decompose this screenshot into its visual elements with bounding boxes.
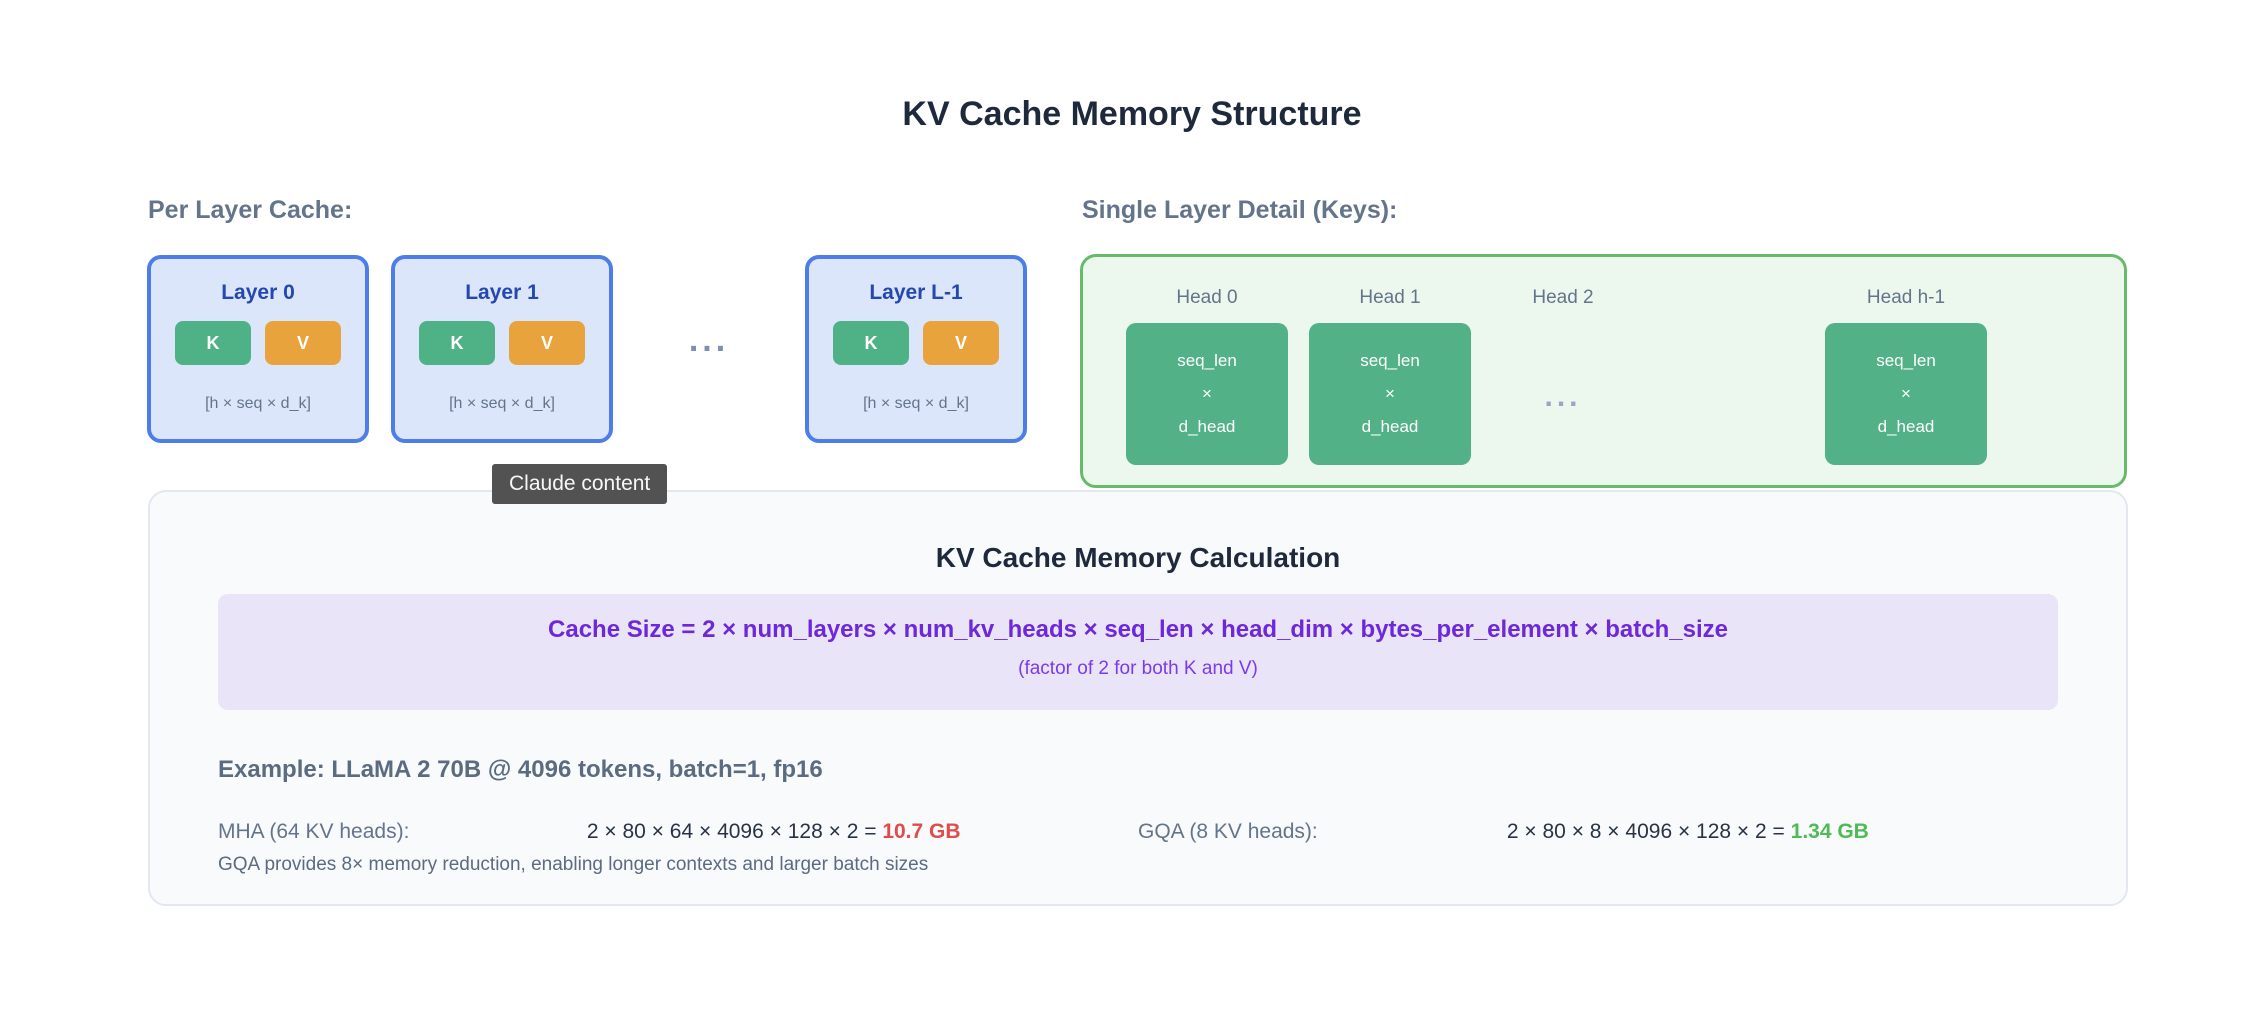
head-column-1: Head 1 seq_len × d_head bbox=[1290, 287, 1490, 465]
head-label: Head 1 bbox=[1359, 287, 1421, 308]
head-block: seq_len × d_head bbox=[1126, 323, 1288, 465]
head-label: Head h-1 bbox=[1866, 287, 1946, 308]
layer-dims: [h × seq × d_k] bbox=[449, 395, 555, 412]
gqa-result: 1.34 GB bbox=[1790, 820, 1869, 843]
head-block-line: × bbox=[1385, 384, 1395, 403]
single-layer-detail-label: Single Layer Detail (Keys): bbox=[1082, 196, 1398, 224]
head-column-0: Head 0 seq_len × d_head bbox=[1107, 287, 1307, 465]
head-block-line: seq_len bbox=[1360, 351, 1420, 370]
mha-label: MHA (64 KV heads): bbox=[218, 820, 410, 843]
layer-title: Layer 1 bbox=[465, 281, 539, 304]
mha-equation: 2 × 80 × 64 × 4096 × 128 × 2 = 10.7 GB bbox=[409, 820, 1138, 844]
head-block-line: × bbox=[1202, 384, 1212, 403]
per-layer-cache-label: Per Layer Cache: bbox=[148, 196, 353, 224]
layers-ellipsis: ... bbox=[688, 321, 730, 359]
calculation-title: KV Cache Memory Calculation bbox=[935, 542, 1341, 573]
kv-row: K V bbox=[151, 321, 365, 365]
head-block-line: seq_len bbox=[1876, 351, 1936, 370]
gqa-equation: 2 × 80 × 8 × 4096 × 128 × 2 = 1.34 GB bbox=[1318, 820, 2058, 844]
v-chip: V bbox=[923, 321, 999, 365]
tooltip: Claude content bbox=[492, 464, 668, 504]
gqa-column: GQA (8 KV heads): 2 × 80 × 8 × 4096 × 12… bbox=[1138, 820, 2058, 844]
formula-text: Cache Size = 2 × num_layers × num_kv_hea… bbox=[548, 616, 1728, 643]
kv-row: K V bbox=[395, 321, 609, 365]
single-layer-panel: Head 0 seq_len × d_head Head 1 seq_len ×… bbox=[1080, 254, 2127, 488]
head-block-line: d_head bbox=[1877, 417, 1935, 436]
head-block: seq_len × d_head bbox=[1309, 323, 1471, 465]
layer-box-0: Layer 0 K V [h × seq × d_k] bbox=[147, 255, 369, 443]
gqa-equation-text: 2 × 80 × 8 × 4096 × 128 × 2 = bbox=[1506, 820, 1791, 843]
head-label: Head 2 bbox=[1532, 287, 1594, 308]
mha-column: MHA (64 KV heads): 2 × 80 × 64 × 4096 × … bbox=[218, 820, 1138, 844]
head-label: Head 0 bbox=[1176, 287, 1238, 308]
head-block: seq_len × d_head bbox=[1825, 323, 1987, 465]
per-layer-row: Layer 0 K V [h × seq × d_k] Layer 1 K V … bbox=[147, 255, 1049, 443]
k-chip: K bbox=[175, 321, 251, 365]
head-column-2: Head 2 ... bbox=[1463, 287, 1663, 412]
layer-title: Layer L-1 bbox=[869, 281, 963, 304]
head-block-line: seq_len bbox=[1177, 351, 1237, 370]
layer-box-1: Layer 1 K V [h × seq × d_k] bbox=[391, 255, 613, 443]
k-chip: K bbox=[419, 321, 495, 365]
calculation-panel: KV Cache Memory Calculation Cache Size =… bbox=[148, 490, 2128, 906]
layer-dims: [h × seq × d_k] bbox=[205, 395, 311, 412]
v-chip: V bbox=[265, 321, 341, 365]
kv-row: K V bbox=[809, 321, 1023, 365]
layer-dims: [h × seq × d_k] bbox=[863, 395, 969, 412]
example-heading: Example: LLaMA 2 70B @ 4096 tokens, batc… bbox=[218, 756, 823, 783]
mha-equation-text: 2 × 80 × 64 × 4096 × 128 × 2 = bbox=[586, 820, 883, 843]
head-block-line: d_head bbox=[1178, 417, 1236, 436]
layer-box-last: Layer L-1 K V [h × seq × d_k] bbox=[805, 255, 1027, 443]
mha-result: 10.7 GB bbox=[882, 820, 961, 843]
calc-row: MHA (64 KV heads): 2 × 80 × 64 × 4096 × … bbox=[218, 820, 2058, 844]
formula-box: Cache Size = 2 × num_layers × num_kv_hea… bbox=[218, 594, 2058, 710]
head-column-last: Head h-1 seq_len × d_head bbox=[1806, 287, 2006, 465]
gqa-note: GQA provides 8× memory reduction, enabli… bbox=[218, 854, 929, 875]
layer-title: Layer 0 bbox=[221, 281, 295, 304]
head-block-line: × bbox=[1901, 384, 1911, 403]
head-block-line: d_head bbox=[1361, 417, 1419, 436]
formula-note: (factor of 2 for both K and V) bbox=[1018, 658, 1258, 679]
v-chip: V bbox=[509, 321, 585, 365]
page-title: KV Cache Memory Structure bbox=[902, 95, 1362, 133]
k-chip: K bbox=[833, 321, 909, 365]
gqa-label: GQA (8 KV heads): bbox=[1138, 820, 1318, 843]
